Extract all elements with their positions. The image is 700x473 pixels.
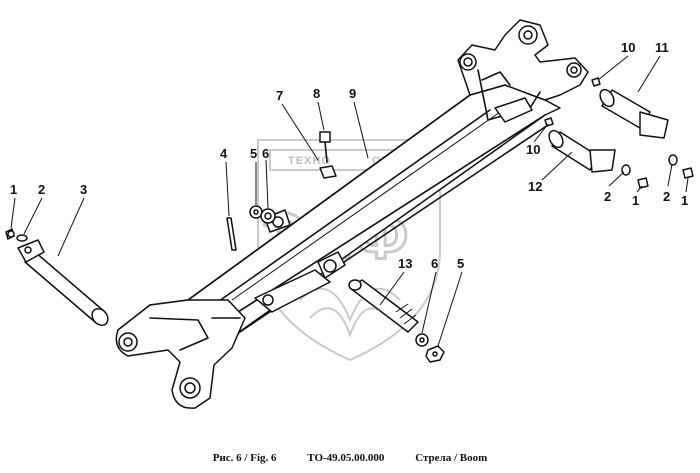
- callout-6: 6: [431, 256, 438, 271]
- callout-10: 10: [526, 142, 540, 157]
- callout-12: 12: [528, 179, 542, 194]
- figure-number: Рис. 6 / Fig. 6: [212, 452, 277, 464]
- shaft-13: [348, 279, 419, 333]
- callout-8: 8: [313, 86, 320, 101]
- bolt-washer-left: [5, 228, 28, 242]
- leader-lines: [10, 55, 689, 347]
- callouts: 1 2 3 4 5 6 7 8 9 10 11 10 12 2 1 2 1 13…: [10, 40, 688, 271]
- callout-5: 5: [457, 256, 464, 271]
- pin-11: [599, 88, 669, 139]
- drawing-code: ТО-49.05.00.000: [307, 452, 385, 464]
- figure-title: Стрела / Boom: [415, 452, 488, 464]
- callout-9: 9: [349, 86, 356, 101]
- callout-3: 3: [80, 182, 87, 197]
- pin-3: [17, 239, 109, 326]
- callout-1: 1: [10, 182, 17, 197]
- washers-upper: [249, 205, 276, 224]
- callout-4: 4: [220, 146, 228, 161]
- callout-10: 10: [621, 40, 635, 55]
- callout-5: 5: [250, 146, 257, 161]
- bolts-washers-right: [621, 154, 694, 189]
- callout-6: 6: [262, 146, 269, 161]
- callout-2: 2: [38, 182, 45, 197]
- figure-caption: Рис. 6 / Fig. 6 ТО-49.05.00.000 Стрела /…: [0, 452, 700, 464]
- bolt-8: [319, 131, 337, 179]
- callout-1: 1: [681, 193, 688, 208]
- pin-12: [548, 129, 616, 173]
- callout-7: 7: [276, 88, 283, 103]
- callout-2: 2: [604, 189, 611, 204]
- boom-body: [115, 19, 589, 409]
- split-pin-4: [226, 217, 237, 251]
- watermark-top-text: ТЕХНО: [288, 155, 331, 167]
- callout-13: 13: [398, 256, 412, 271]
- washers-lower: [415, 333, 445, 363]
- callout-1: 1: [632, 193, 639, 208]
- callout-11: 11: [655, 40, 669, 55]
- callout-2: 2: [663, 189, 670, 204]
- bolts-10: [544, 77, 601, 127]
